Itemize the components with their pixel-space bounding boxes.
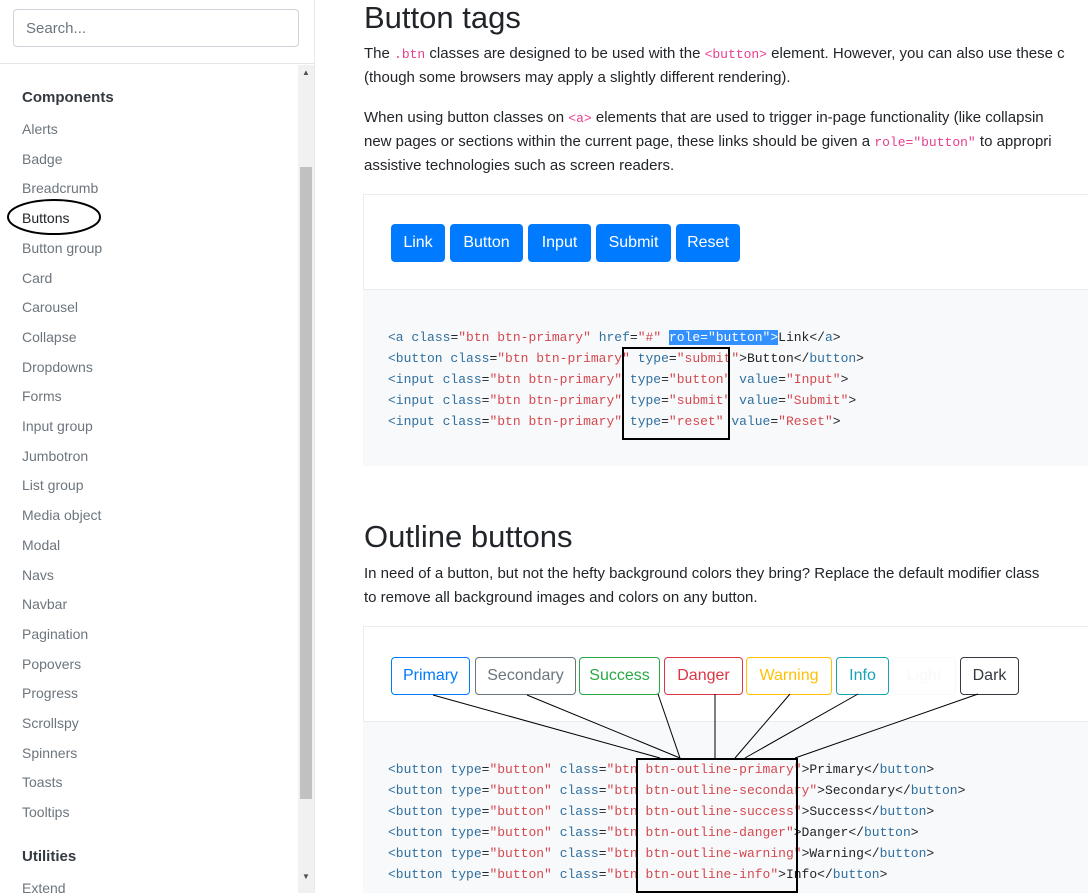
scroll-thumb[interactable] [300, 167, 312, 799]
code-line: <button type="button" class="btn btn-out… [388, 825, 919, 840]
sidebar-item-button-group[interactable]: Button group [22, 239, 103, 256]
code-line: <button type="button" class="btn btn-out… [388, 867, 888, 882]
sidebar-item-popovers[interactable]: Popovers [22, 655, 82, 672]
button-tags-paragraph-2-line-3: assistive technologies such as screen re… [364, 157, 675, 174]
button-tags-example: Link Button Input Submit Reset [363, 194, 1088, 290]
inline-code: .btn [394, 47, 426, 62]
nav-item-extend[interactable]: Extend [22, 880, 66, 893]
button-tags-code: <a class="btn btn-primary" href="#" role… [363, 290, 1088, 466]
code-line: <input class="btn btn-primary" type="sub… [388, 393, 857, 408]
scroll-up-arrow-icon[interactable]: ▲ [302, 68, 310, 77]
code-line: <input class="btn btn-primary" type="but… [388, 372, 849, 387]
code-line: <button type="button" class="btn btn-out… [388, 804, 935, 819]
text: to appropri [975, 133, 1052, 150]
primary-outline-button[interactable]: Primary [391, 657, 470, 695]
text: classes are designed to be used with the [425, 45, 705, 62]
sidebar-item-jumbotron[interactable]: Jumbotron [22, 447, 89, 464]
input-button[interactable]: Input [528, 224, 591, 262]
text: The [364, 45, 395, 62]
sidebar-item-toasts[interactable]: Toasts [22, 774, 63, 791]
sidebar-item-media-object[interactable]: Media object [22, 507, 102, 524]
text: element. However, you can also use these… [767, 45, 1065, 62]
button-button[interactable]: Button [450, 224, 523, 262]
sidebar-item-navs[interactable]: Navs [22, 566, 54, 583]
sidebar-item-carousel[interactable]: Carousel [22, 299, 79, 316]
code-line: <button class="btn btn-primary" type="su… [388, 351, 864, 366]
button-tags-paragraph-2-line-2: new pages or sections within the current… [364, 130, 1052, 155]
link-button[interactable]: Link [391, 224, 445, 262]
inline-code: <button> [704, 47, 767, 62]
inline-code: role="button" [874, 135, 976, 150]
text: new pages or sections within the current… [364, 133, 875, 150]
sidebar: Components AlertsBadgeBreadcrumbButtonsB… [0, 0, 315, 893]
button-tags-paragraph-1-line-2: (though some browsers may apply a slight… [364, 69, 791, 86]
code-line: <button type="button" class="btn btn-out… [388, 783, 966, 798]
text: When using button classes on [364, 109, 569, 126]
sidebar-item-list-group[interactable]: List group [22, 477, 84, 494]
sidebar-item-collapse[interactable]: Collapse [22, 328, 77, 345]
code-line: <button type="button" class="btn btn-out… [388, 846, 935, 861]
annotation-box-outline-classes [636, 758, 798, 893]
sidebar-item-breadcrumb[interactable]: Breadcrumb [22, 180, 99, 197]
section-title-button-tags: Button tags [364, 0, 521, 35]
code-line: <button type="button" class="btn btn-out… [388, 762, 935, 777]
warning-outline-button[interactable]: Warning [746, 657, 832, 695]
submit-button[interactable]: Submit [596, 224, 671, 262]
text: elements that are used to trigger in-pag… [591, 109, 1044, 126]
search-input[interactable] [13, 9, 299, 47]
secondary-outline-button[interactable]: Secondary [475, 657, 576, 695]
code-line: <a class="btn btn-primary" href="#" role… [388, 330, 841, 345]
success-outline-button[interactable]: Success [579, 657, 660, 695]
button-tags-paragraph-2: When using button classes on <a> element… [364, 106, 1044, 131]
sidebar-item-badge[interactable]: Badge [22, 150, 63, 167]
sidebar-item-spinners[interactable]: Spinners [22, 744, 78, 761]
sidebar-scrollbar[interactable]: ▲ ▼ [298, 65, 314, 893]
info-outline-button[interactable]: Info [836, 657, 889, 695]
nav-heading-components[interactable]: Components [22, 89, 114, 106]
button-tags-paragraph-1: The .btn classes are designed to be used… [364, 42, 1065, 67]
nav-heading-utilities[interactable]: Utilities [22, 848, 77, 865]
sidebar-item-alerts[interactable]: Alerts [22, 121, 58, 137]
section-title-outline-buttons: Outline buttons [364, 519, 573, 554]
sidebar-item-card[interactable]: Card [22, 269, 53, 286]
sidebar-item-input-group[interactable]: Input group [22, 418, 93, 434]
outline-paragraph-line-1: In need of a button, but not the hefty b… [364, 565, 1040, 582]
annotation-box-type-attributes [622, 347, 730, 440]
sidebar-item-modal[interactable]: Modal [22, 536, 61, 553]
sidebar-item-tooltips[interactable]: Tooltips [22, 804, 70, 821]
dark-outline-button[interactable]: Dark [960, 657, 1019, 695]
sidebar-item-dropdowns[interactable]: Dropdowns [22, 358, 93, 375]
outline-paragraph-line-2: to remove all background images and colo… [364, 589, 758, 606]
sidebar-item-navbar[interactable]: Navbar [22, 596, 68, 613]
light-outline-button[interactable]: Light [892, 657, 956, 695]
sidebar-item-pagination[interactable]: Pagination [22, 625, 89, 642]
code-line: <input class="btn btn-primary" type="res… [388, 414, 841, 429]
inline-code: <a> [568, 111, 592, 126]
sidebar-item-scrollspy[interactable]: Scrollspy [22, 715, 79, 731]
sidebar-item-forms[interactable]: Forms [22, 388, 62, 405]
sidebar-item-progress[interactable]: Progress [22, 685, 79, 702]
danger-outline-button[interactable]: Danger [664, 657, 743, 695]
reset-button[interactable]: Reset [676, 224, 740, 262]
sidebar-item-buttons[interactable]: Buttons [22, 210, 70, 227]
search-area [0, 0, 314, 64]
scroll-down-arrow-icon[interactable]: ▼ [302, 872, 310, 881]
